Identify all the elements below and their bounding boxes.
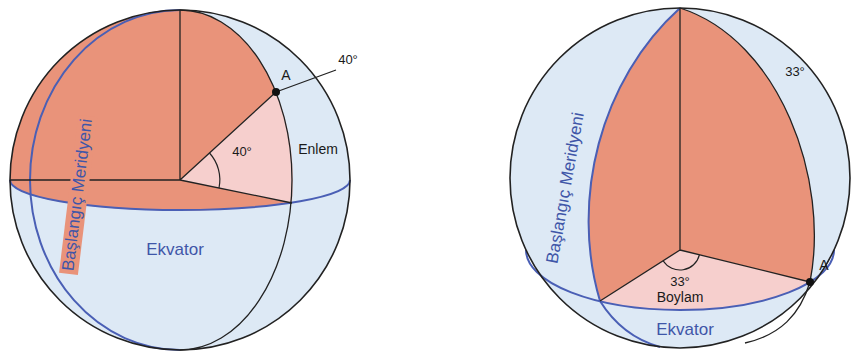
- point-label: A: [281, 68, 290, 83]
- globe-ground: [510, 8, 850, 348]
- angle-arc: [663, 255, 699, 270]
- angle-value: 40°: [232, 145, 252, 159]
- equator-label: Ekvator: [146, 241, 204, 260]
- angle-arc: [210, 153, 220, 188]
- longitude-wedge: [600, 250, 810, 310]
- salmon-slice: [589, 8, 680, 301]
- term-label: Boylam: [657, 290, 704, 305]
- globe-ground: [10, 10, 350, 350]
- salmon-slice: [680, 8, 814, 282]
- radius-lines: [10, 10, 336, 203]
- globe-outline: [510, 8, 850, 348]
- equator-line: [10, 180, 350, 210]
- term-label: Enlem: [298, 142, 338, 157]
- globe-outline: [10, 10, 350, 350]
- point-dot: [272, 88, 280, 96]
- meridian-line: [180, 10, 292, 350]
- angle-value: 33°: [670, 275, 690, 289]
- equator-line: [526, 250, 834, 310]
- angle-value: 33°: [785, 65, 805, 79]
- salmon-quarter: [10, 10, 180, 180]
- latitude-wedge: [180, 92, 293, 203]
- point-dot: [806, 278, 814, 286]
- point-label: A: [819, 258, 828, 273]
- angle-value: 40°: [338, 53, 358, 67]
- radius-lines: [600, 8, 810, 301]
- equator-label: Ekvator: [656, 321, 714, 340]
